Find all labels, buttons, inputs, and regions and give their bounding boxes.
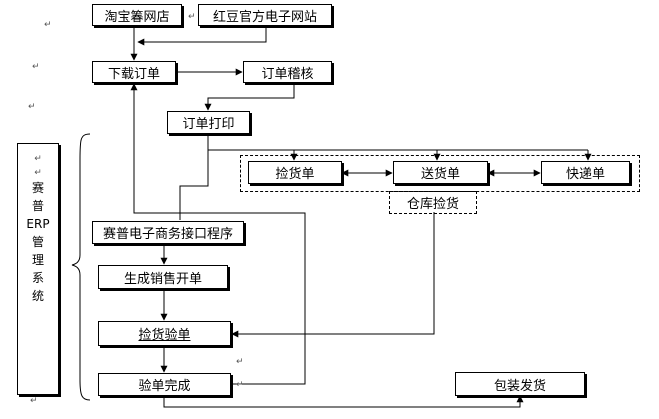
para-mark: ↵ (32, 62, 40, 72)
para-mark: ↵ (30, 396, 38, 406)
node-express-slip: 快递单 (541, 161, 630, 184)
edge-done-download-loop (130, 83, 306, 385)
edge-done-pack (163, 395, 524, 408)
edge-audit-print (204, 82, 295, 111)
para-mark: ↵ (236, 380, 244, 390)
node-check-done: 验单完成 (98, 373, 231, 396)
erp-char: 赛 (31, 181, 44, 195)
node-taobao: 淘宝箺网店 (92, 4, 182, 26)
erp-char: 普 (31, 199, 44, 213)
node-audit: 订单稽核 (243, 61, 332, 83)
node-delivery-slip: 送货单 (393, 161, 488, 184)
node-pick-check: 捡货验单 (98, 321, 231, 346)
node-pack-ship: 包装发货 (455, 372, 585, 396)
node-pick-slip: 捡货单 (248, 161, 342, 184)
para-mark: ↵ (34, 168, 42, 178)
node-sales-order: 生成销售开单 (98, 265, 228, 289)
erp-system-label: ↵ ↵ 赛 普 ERP 管 理 系 统 (17, 143, 59, 395)
para-mark: ↵ (28, 102, 36, 112)
node-interface: 赛普电子商务接口程序 (92, 221, 244, 244)
node-warehouse-pick: 仓库捡货 (406, 196, 459, 212)
erp-char: ERP (26, 217, 50, 231)
erp-char: 理 (31, 253, 44, 267)
para-mark: ↵ (34, 154, 42, 164)
erp-char: 管 (31, 235, 44, 249)
warehouse-group (389, 191, 477, 214)
erp-char: 统 (31, 289, 44, 303)
para-mark: ↵ (188, 12, 196, 22)
node-hongdou: 红豆官方电子网站 (198, 4, 332, 26)
edge-hongdou-download (137, 26, 267, 46)
node-download: 下载订单 (92, 61, 176, 83)
erp-brace (71, 133, 91, 401)
node-print: 订单打印 (167, 111, 250, 134)
para-mark: ↵ (236, 357, 244, 367)
erp-char: 系 (31, 271, 44, 285)
edge-print-interface (179, 134, 209, 220)
para-mark: ↵ (44, 20, 52, 30)
edge-print-slips (207, 134, 588, 151)
edge-warehouse-pickcheck (231, 212, 435, 338)
